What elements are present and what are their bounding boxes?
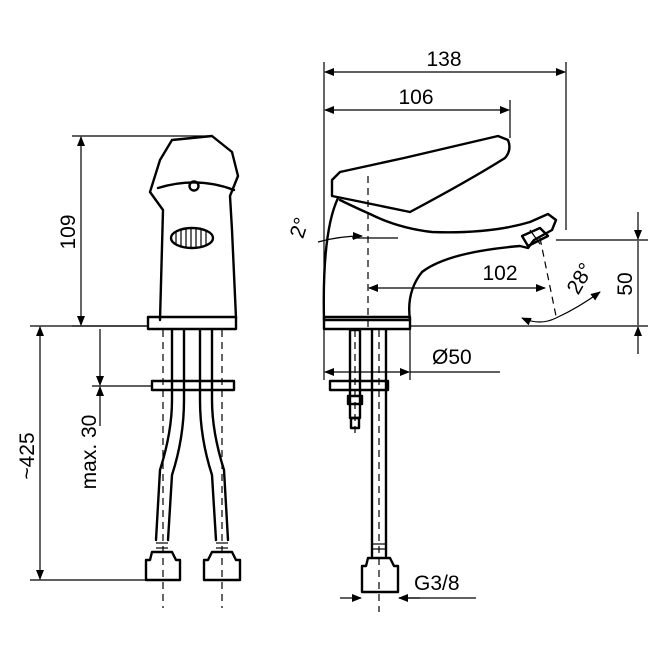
- dim-g38-label: G3/8: [414, 572, 460, 595]
- dim-425: ~425: [16, 325, 148, 581]
- side-view-body: [322, 196, 558, 322]
- front-nut-left: [144, 550, 182, 582]
- dim-max30-label: max. 30: [78, 415, 101, 490]
- front-nut-right: [202, 550, 242, 582]
- side-view-base: [322, 315, 412, 331]
- dim-angle-28: 28°: [521, 259, 601, 326]
- dim-angle-2-label: 2°: [286, 215, 314, 241]
- dim-106-label: 106: [398, 86, 433, 109]
- front-hose-right: [198, 328, 218, 542]
- dim-max30: max. 30: [78, 329, 152, 489]
- lever-screw-icon: [188, 180, 200, 192]
- dim-angle-28-label: 28°: [562, 259, 598, 298]
- dim-425-label: ~425: [16, 432, 39, 479]
- front-view-base: [146, 315, 238, 331]
- dim-102: 102: [368, 262, 546, 292]
- dim-109: 109: [57, 135, 208, 327]
- aerator-icon: [169, 226, 215, 250]
- dim-138-label: 138: [426, 48, 461, 71]
- dim-g38: G3/8: [340, 572, 476, 602]
- dim-102-label: 102: [482, 262, 517, 285]
- dim-diameter-50: Ø50: [323, 330, 500, 380]
- front-hose-left: [154, 328, 174, 542]
- front-view-body: [148, 134, 240, 322]
- dim-138: 138: [323, 48, 567, 318]
- side-view: [322, 134, 558, 612]
- side-nut: [360, 556, 400, 594]
- dim-109-label: 109: [57, 214, 80, 249]
- front-view: [144, 134, 242, 608]
- dim-106: 106: [324, 86, 511, 138]
- dim-50: 50: [410, 212, 648, 354]
- side-view-lever: [330, 134, 511, 214]
- dim-diameter-50-label: Ø50: [432, 346, 472, 369]
- dim-50-label: 50: [614, 272, 637, 295]
